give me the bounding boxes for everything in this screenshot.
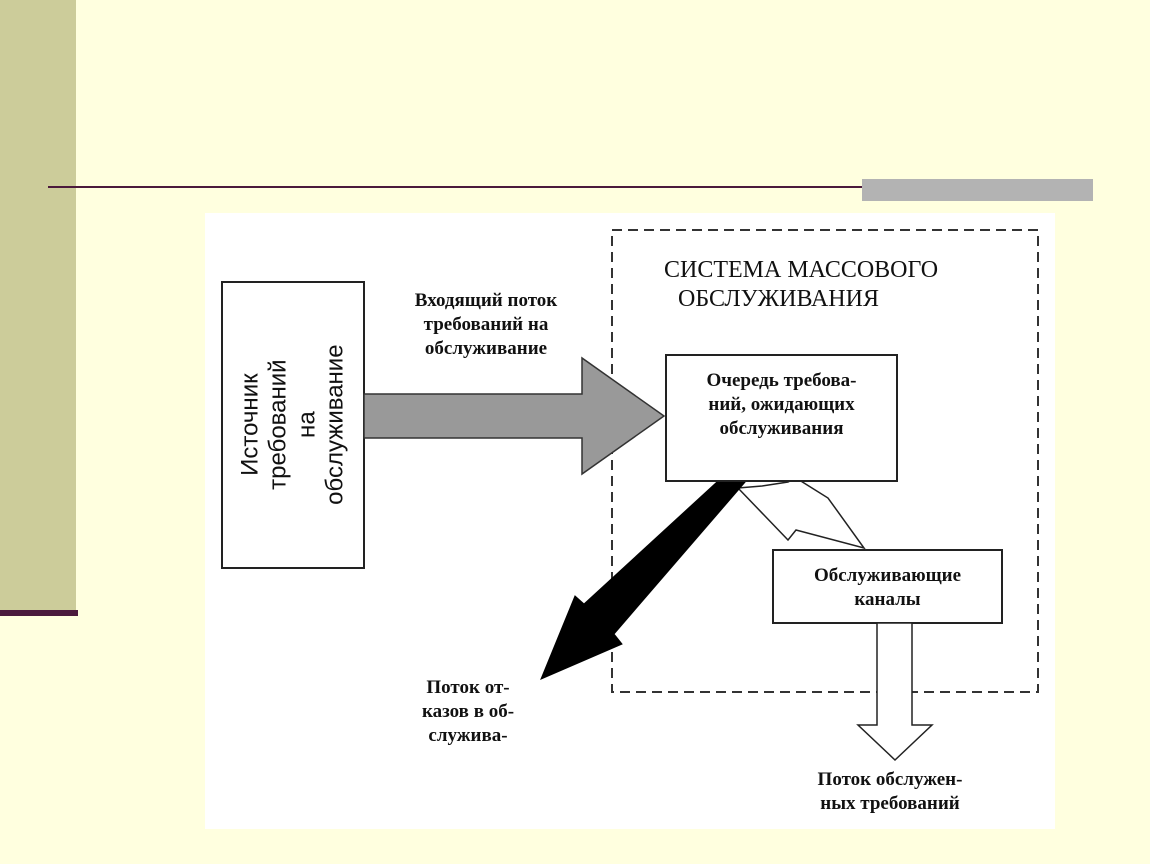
system-boundary <box>611 229 1039 693</box>
incoming-flow-line2: требований на <box>423 313 549 335</box>
channels-line2: каналы <box>854 588 921 610</box>
served-flow-label: Поток обслужен- ных требований <box>790 768 990 816</box>
queue-label: Очередь требова- ний, ожидающих обслужив… <box>666 369 897 440</box>
queue-box <box>665 354 898 482</box>
title-rule-accent <box>862 179 1093 201</box>
title-rule <box>48 186 1092 188</box>
source-label: Источник требований на обслуживание <box>236 344 349 506</box>
source-label-wrap: Источник требований на обслуживание <box>222 282 364 568</box>
system-title: СИСТЕМА МАССОВОГО ОБСЛУЖИВАНИЯ <box>664 256 1004 315</box>
queue-line3: обслуживания <box>719 417 844 439</box>
served-flow-line2: ных требований <box>820 792 960 814</box>
rejection-flow-arrow <box>540 480 748 680</box>
incoming-flow-arrow <box>363 356 666 476</box>
served-flow-arrow <box>856 622 934 762</box>
incoming-flow-label: Входящий поток требований на обслуживани… <box>376 289 596 360</box>
served-flow-line1: Поток обслужен- <box>817 769 963 790</box>
system-title-line1: СИСТЕМА МАССОВОГО <box>664 257 939 283</box>
channels-box <box>772 549 1003 624</box>
queue-to-channels-arrow <box>736 477 866 550</box>
incoming-flow-line1: Входящий поток <box>414 290 558 311</box>
channels-line1: Обслуживающие <box>813 565 962 586</box>
queue-line2: ний, ожидающих <box>708 393 855 415</box>
queue-line1: Очередь требова- <box>706 370 857 391</box>
channels-label: Обслуживающие каналы <box>773 564 1002 612</box>
rejection-flow-line1: Поток от- <box>426 677 510 698</box>
incoming-flow-line3: обслуживание <box>424 337 548 359</box>
rejection-flow-label: Поток от- казов в об- служива- <box>398 676 538 747</box>
left-decor-bar-base <box>0 610 78 616</box>
rejection-flow-line2: казов в об- <box>421 700 515 722</box>
source-box <box>221 281 365 569</box>
left-decor-bar <box>0 0 76 612</box>
rejection-flow-line3: служива- <box>428 724 508 746</box>
system-title-line2: ОБСЛУЖИВАНИЯ <box>678 286 879 313</box>
